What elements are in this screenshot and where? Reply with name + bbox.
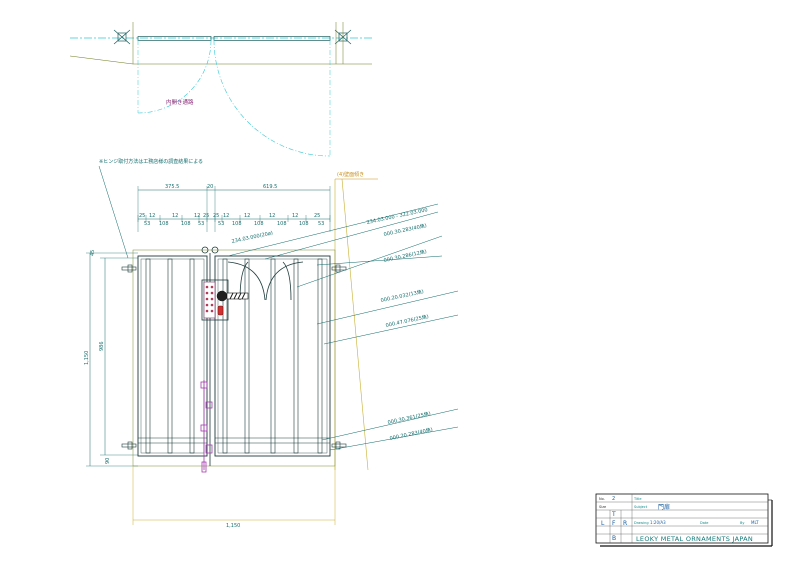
picket-bar [293,258,299,454]
hinge-note: ※ヒンジ取付方法は工務店様の調査結果による [99,158,203,165]
dim-sub-top-1: 12 [149,213,155,219]
picket-bar [244,258,250,454]
callout-7: 000.20.283(40角) [389,426,433,442]
dim-sub-top-5: 25 [213,213,219,219]
swing-arc-left [137,39,212,114]
tb-letter-l: L [601,520,605,527]
callout-3: 000.30.286(12角) [383,248,427,264]
height-dimensions: 1,150 986 45 90 [84,250,138,467]
dim-sub-bottom-4: 53 [218,221,224,227]
tb-size-label: Size [599,505,606,509]
arch-right [265,261,304,301]
dim-sub-bottom-6: 108 [254,221,264,227]
tb-company: LEOKY METAL ORNAMENTS JAPAN [636,535,753,543]
arch-left [227,261,266,301]
top-dimensions: 375.5 20 619.5 25 12 12 12 25 25 12 12 1… [137,184,331,232]
dim-center-gap: 20 [207,184,213,190]
dim-sub-top-6: 12 [223,213,229,219]
picket-bar [222,258,228,454]
dim-sub-top-0: 25 [139,213,145,219]
tb-by-label: By [740,521,744,525]
dim-bottom-width: 1,150 [226,523,240,529]
tb-no-label: No. [599,497,605,501]
dim-left-leaf: 375.5 [165,184,179,190]
arch-mid-right [282,261,292,301]
title-block: No. 2 Size T Title Subject 門扉 Drawing 1:… [595,493,773,547]
plan-view: 内開き通路 [69,22,372,157]
plan-hinge-left-icon [113,29,131,45]
dim-inner-height: 986 [99,341,105,351]
callout-6: 000.30.361(25角) [387,410,431,426]
dim-sub-bottom-1: 108 [159,221,169,227]
dim-sub-bottom-2: 108 [181,221,191,227]
dim-sub-top-7: 12 [244,213,250,219]
dim-sub-bottom-7: 108 [277,221,287,227]
tb-size-value: T [611,511,616,518]
callout-4: 000.20.032(13角) [380,288,424,304]
plan-guide-diag [69,55,134,65]
tb-letter-f: F [612,520,616,527]
tb-drawing-value: 1:20/A3 [650,520,666,525]
handle-knob-icon [216,290,228,302]
picket-bar [145,258,151,454]
finial-right-icon [211,246,219,254]
wall-note: (4)壁面傾き [337,171,364,178]
tb-drawing-label: Drawing [634,521,649,525]
gate-elevation [121,246,347,525]
wall-tilt-line-2 [341,178,369,471]
dim-sub-bottom-9: 53 [318,221,324,227]
tb-date-label: Date [700,521,708,525]
picket-bar [189,258,195,454]
opening-direction-label: 内開き通路 [166,98,194,106]
dim-sub-top-8: 12 [269,213,275,219]
hinge-note-leader [98,165,129,259]
tb-subject-value: 門扉 [658,503,670,511]
hinge-bottom-left-icon [121,441,137,450]
dim-sub-top-10: 25 [314,213,320,219]
callout-1: 234.03.000(20ø) [231,230,273,245]
picket-bar [167,258,173,454]
tb-by-value: MLT [751,520,759,525]
dim-overall-height: 1,150 [84,351,90,365]
swing-arc-right [213,39,331,157]
tb-title-label: Title [633,497,642,501]
dim-sub-top-4: 25 [203,213,209,219]
gate-outline [132,249,336,467]
dim-right-leaf: 619.5 [263,184,277,190]
callout-2: 000.30.283(40角) [383,222,427,238]
dim-sub-bottom-8: 108 [299,221,309,227]
dim-sub-top-2: 12 [172,213,178,219]
callout-leaders [227,203,459,451]
finial-left-icon [201,246,209,254]
dim-sub-bottom-5: 108 [232,221,242,227]
tb-letter-r: R [623,520,627,527]
left-leaf-frame [137,255,208,457]
dim-top-small: 45 [90,250,96,256]
dim-bottom-small: 90 [105,458,111,464]
tb-subject-label: Subject [634,505,648,509]
plan-leaf-right [213,36,331,41]
dim-sub-bottom-0: 53 [144,221,150,227]
hinge-bottom-right-icon [331,441,347,450]
hinge-top-left-icon [121,264,137,273]
dim-sub-bottom-3: 53 [198,221,204,227]
indicator-light-icon [217,305,224,316]
plan-leaf-left [137,36,212,41]
callout-5: 000.47.076(25角) [385,313,429,329]
dim-sub-top-3: 12 [194,213,200,219]
lock-box [201,279,249,321]
right-leaf-frame [214,255,331,457]
picket-bar [317,258,323,454]
keypad-icon [205,285,209,289]
latch-bar-icon [226,292,249,300]
tb-letter-b: B [612,535,616,542]
hinge-top-right-icon [331,264,347,273]
dim-sub-top-9: 12 [292,213,298,219]
drop-bolt [200,380,213,473]
tb-no-value: 2 [612,496,615,502]
picket-bar [270,258,276,454]
